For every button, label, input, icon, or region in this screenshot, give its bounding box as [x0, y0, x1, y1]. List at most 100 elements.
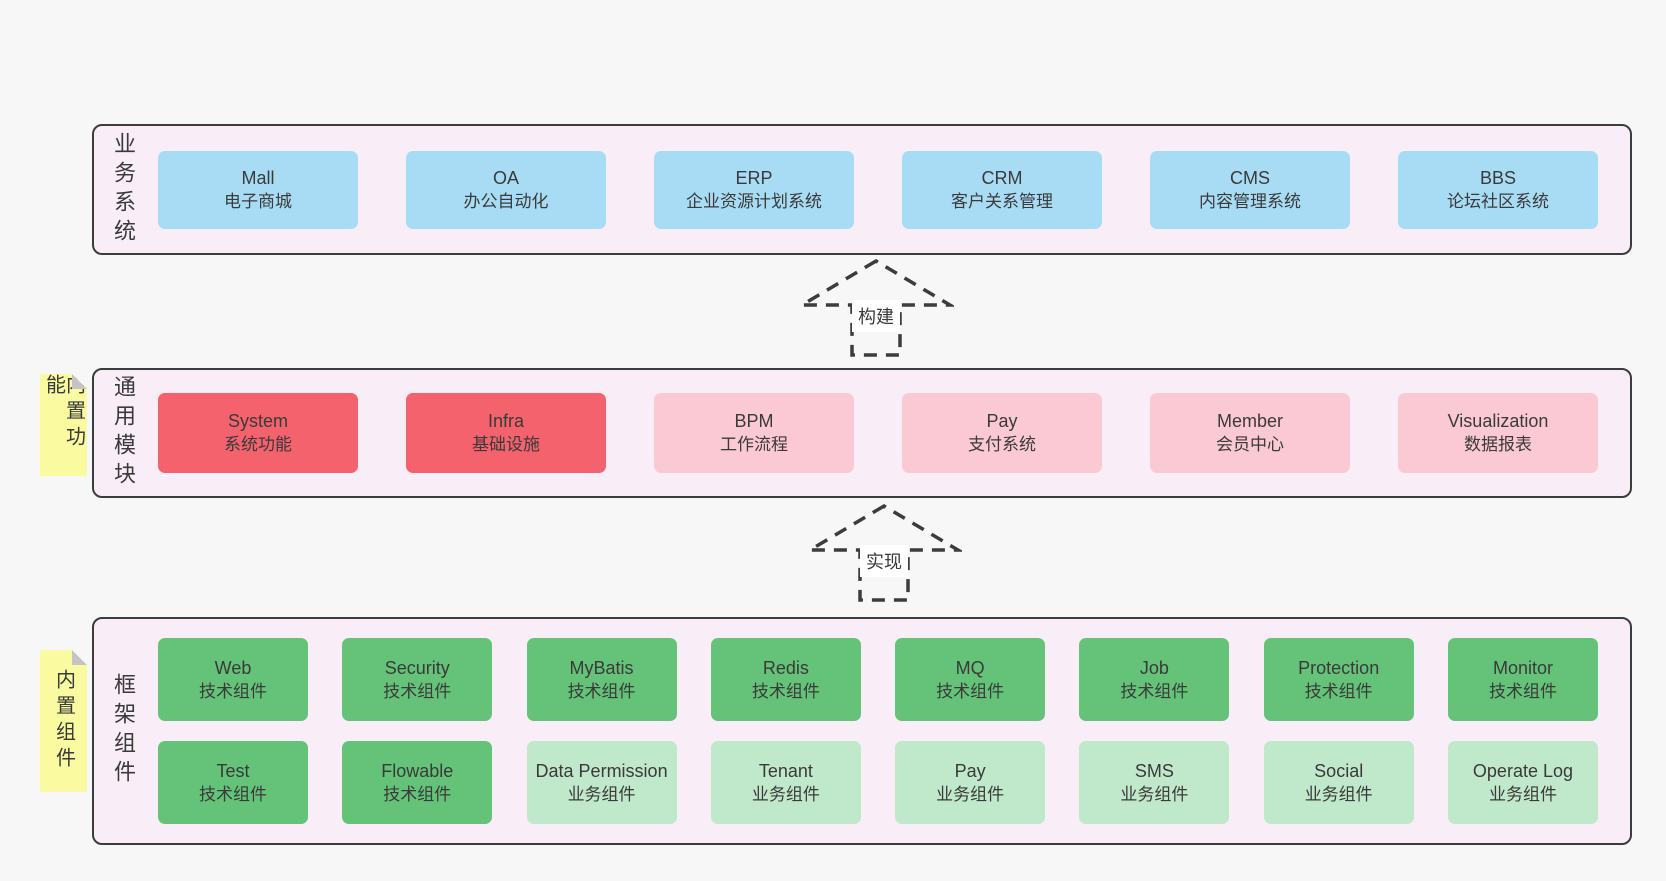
sticky-note-text: 内置功能	[42, 374, 85, 452]
arrow-build-label: 构建	[852, 300, 900, 332]
sticky-note-builtin-components: 内置组件	[40, 650, 87, 792]
box-security: Security 技术组件	[342, 638, 493, 721]
box-test: Test 技术组件	[158, 741, 308, 824]
box-title: MyBatis	[569, 657, 634, 678]
box-data-permission: Data Permission 业务组件	[526, 741, 677, 824]
box-social: Social 业务组件	[1263, 741, 1414, 824]
box-oa: OA 办公自动化	[406, 150, 606, 229]
box-subtitle: 论坛社区系统	[1447, 191, 1549, 211]
layer-label-framework-components: 框架组件	[94, 619, 152, 843]
box-sms: SMS 业务组件	[1079, 741, 1230, 824]
box-subtitle: 工作流程	[720, 435, 788, 454]
box-subtitle: 会员中心	[1216, 435, 1284, 454]
box-crm: CRM 客户关系管理	[902, 150, 1102, 229]
box-flowable: Flowable 技术组件	[342, 741, 493, 824]
box-subtitle: 数据报表	[1464, 435, 1532, 454]
box-mq: MQ 技术组件	[895, 638, 1046, 721]
dashed-up-arrow-icon	[806, 503, 962, 602]
box-title: Flowable	[381, 760, 454, 781]
dashed-up-arrow-icon	[798, 258, 954, 357]
box-subtitle: 技术组件	[567, 681, 636, 701]
box-title: Redis	[762, 657, 809, 678]
box-title: OA	[492, 167, 519, 188]
layer-label-text: 通用模块	[111, 375, 136, 491]
box-bpm: BPM 工作流程	[654, 393, 854, 473]
box-title: Visualization	[1447, 411, 1549, 431]
box-title: BPM	[734, 411, 774, 431]
box-subtitle: 内容管理系统	[1199, 191, 1301, 211]
box-redis: Redis 技术组件	[710, 638, 861, 721]
box-title: BBS	[1479, 167, 1517, 188]
box-title: Pay	[954, 760, 986, 781]
box-title: Web	[214, 657, 252, 678]
box-title: Member	[1216, 411, 1283, 431]
box-title: Job	[1139, 657, 1169, 678]
box-subtitle: 电子商城	[224, 191, 292, 211]
arrow-implement: 实现	[806, 503, 962, 603]
box-title: Monitor	[1492, 657, 1553, 678]
framework-components-row-2: Test 技术组件 Flowable 技术组件 Data Permission 业务组件 T…	[158, 741, 1598, 824]
box-subtitle: 技术组件	[383, 681, 452, 701]
box-subtitle: 系统功能	[224, 435, 292, 454]
box-subtitle: 技术组件	[936, 681, 1005, 701]
box-subtitle: 技术组件	[1304, 681, 1373, 701]
box-web: Web 技术组件	[158, 638, 308, 721]
box-subtitle: 客户关系管理	[951, 191, 1053, 211]
box-title: Tenant	[758, 760, 813, 781]
box-operate-log: Operate Log 业务组件	[1447, 741, 1598, 824]
box-title: SMS	[1134, 760, 1174, 781]
box-member: Member 会员中心	[1150, 393, 1350, 473]
box-job: Job 技术组件	[1079, 638, 1230, 721]
box-subtitle: 基础设施	[472, 435, 540, 454]
box-title: Social	[1314, 760, 1364, 781]
box-title: Security	[384, 657, 450, 678]
box-title: CRM	[981, 167, 1023, 188]
box-subtitle: 支付系统	[968, 435, 1036, 454]
layer-label-business-systems: 业务系统	[94, 126, 152, 253]
box-pay: Pay 支付系统	[902, 393, 1102, 473]
box-title: Pay	[986, 411, 1018, 431]
box-subtitle: 业务组件	[936, 784, 1005, 804]
box-title: Data Permission	[535, 760, 668, 781]
box-title: System	[227, 411, 288, 431]
box-subtitle: 技术组件	[1488, 681, 1557, 701]
box-mall: Mall 电子商城	[158, 150, 358, 229]
box-subtitle: 企业资源计划系统	[686, 191, 822, 211]
box-subtitle: 技术组件	[751, 681, 820, 701]
box-monitor: Monitor 技术组件	[1447, 638, 1598, 721]
box-title: Test	[216, 760, 250, 781]
layer-label-text: 业务系统	[111, 131, 136, 248]
box-subtitle: 技术组件	[383, 784, 452, 804]
layer-label-common-modules: 通用模块	[94, 370, 152, 496]
box-title: Operate Log	[1472, 760, 1573, 781]
box-subtitle: 业务组件	[1488, 784, 1557, 804]
arrow-build: 构建	[798, 258, 954, 358]
box-subtitle: 技术组件	[199, 681, 267, 701]
sticky-note-builtin-features: 内置功能	[40, 374, 87, 476]
box-visualization: Visualization 数据报表	[1398, 393, 1598, 473]
box-subtitle: 业务组件	[751, 784, 820, 804]
box-bbs: BBS 论坛社区系统	[1398, 150, 1598, 229]
layer-label-text: 框架组件	[111, 673, 136, 789]
box-subtitle: 技术组件	[1120, 681, 1189, 701]
box-subtitle: 技术组件	[199, 784, 267, 804]
box-title: MQ	[955, 657, 985, 678]
box-subtitle: 业务组件	[1120, 784, 1189, 804]
box-mybatis: MyBatis 技术组件	[526, 638, 677, 721]
box-title: Mall	[241, 167, 275, 188]
box-subtitle: 办公自动化	[463, 191, 549, 211]
box-pay: Pay 业务组件	[895, 741, 1046, 824]
box-subtitle: 业务组件	[567, 784, 636, 804]
box-subtitle: 业务组件	[1304, 784, 1373, 804]
